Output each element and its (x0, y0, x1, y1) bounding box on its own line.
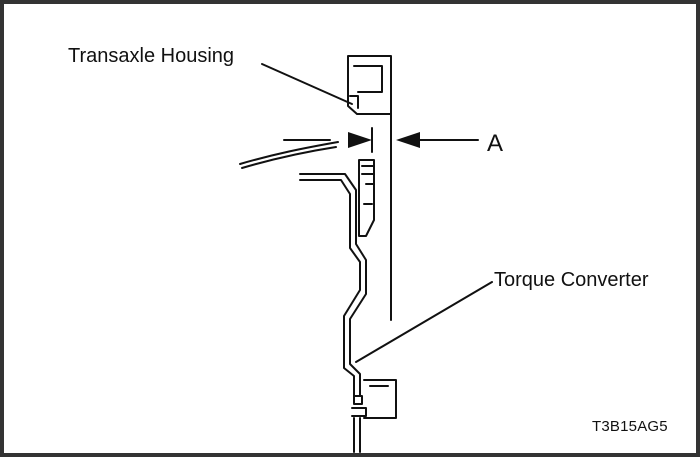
housing-leader-line (261, 63, 353, 105)
reference-line-lower (239, 141, 339, 165)
converter-shell-inner (299, 179, 361, 397)
converter-shell-outer (299, 173, 367, 397)
figure-code-label: T3B15AG5 (592, 418, 668, 435)
converter-flange-block (358, 159, 375, 237)
converter-leader-line (355, 281, 493, 363)
converter-hub (351, 379, 397, 453)
transaxle-housing-part (347, 55, 392, 115)
torque-converter-label: Torque Converter (494, 269, 649, 291)
torque-converter-installation-diagram (239, 55, 493, 453)
dimension-a-label: A (487, 130, 504, 157)
transaxle-housing-label: Transaxle Housing (68, 45, 235, 67)
dimension-arrow-right (396, 132, 420, 148)
dimension-arrow-left (348, 132, 372, 148)
